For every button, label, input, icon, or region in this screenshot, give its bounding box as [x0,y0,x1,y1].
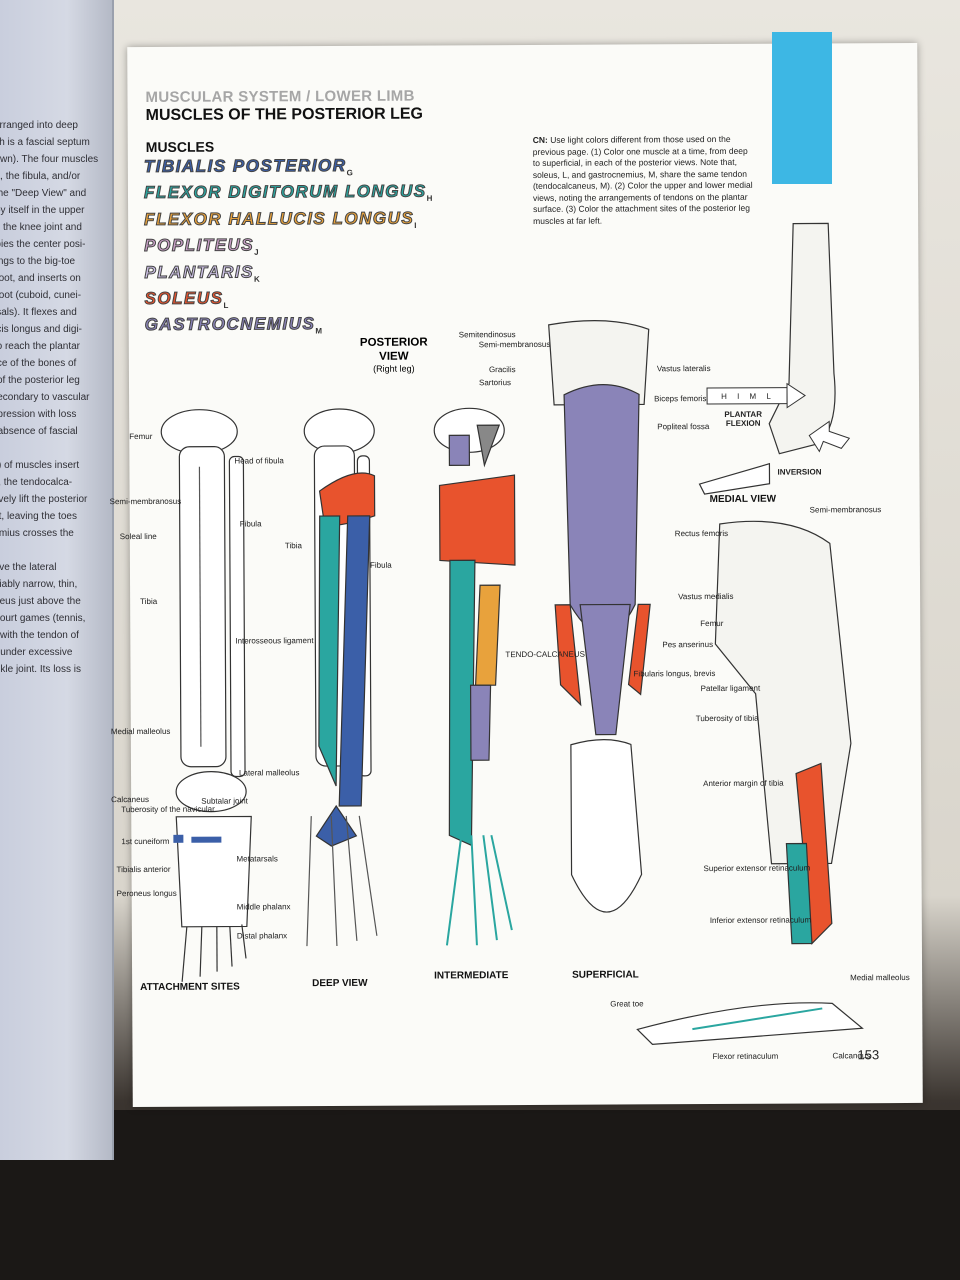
attachment-label: Tuberosity of the navicular [121,804,215,815]
left-page-line: ings to the big-toe [0,256,76,267]
medial-label: Vastus medialis [678,591,734,602]
left-page-line: sals). It flexes and [0,307,77,318]
attachment-label: Fibula [239,519,262,529]
left-page-line: ve the lateral [0,562,57,573]
deep-label: Fibula [369,560,392,570]
attachment-label: Calcaneus [111,794,150,805]
left-page-line: ) of muscles insert [0,460,80,471]
superficial-label: Sartorius [478,378,512,388]
left-page-line: o reach the plantar [0,341,80,352]
plantar-flexion-arrow [706,382,806,409]
attachment-label: Soleal line [119,531,157,542]
left-page-line: kle joint. Its loss is [0,664,81,675]
him-label: H I M L [721,391,775,401]
superficial-label: Semitendinosus [458,330,516,340]
medial-label: Pes anserinus [662,640,714,650]
superficial-label: Vastus lateralis [656,364,711,374]
medial-label: Medial malleolus [850,972,910,983]
anatomy-illustrations [160,222,864,1045]
dark-floor [0,1110,960,1280]
left-page-line: pies the center posi- [0,239,86,250]
left-page-line: eus just above the [0,596,81,607]
left-page-line: cis longus and digi- [0,324,83,335]
medial-label: Tuberosity of tibia [695,713,759,724]
attachment-sites-figure [160,409,252,982]
left-page-line: with the tendon of [0,630,79,641]
attachment-label: Peroneus longus [116,888,177,899]
attachment-label: Metatarsals [236,854,278,864]
left-page-line: own). The four muscles [0,154,99,165]
caption-deep: DEEP VIEW [312,977,368,990]
left-page-line: s the knee joint and [0,222,82,233]
left-page-line: foot (cuboid, cunei- [0,290,82,301]
superficial-label: Popliteal fossa [657,422,710,432]
attachment-label: Tibia [140,596,158,607]
book-page: MUSCULAR SYSTEM / LOWER LIMB MUSCLES OF … [110,42,923,1108]
medial-label: Rectus femoris [674,528,729,539]
left-page-line: , the tendocalca- [0,477,73,488]
deep-label: Tibia [284,541,302,551]
superficial-label: Fibularis longus, brevis [633,669,716,679]
caption-superficial: SUPERFICIAL [572,969,639,981]
left-page-line: arranged into deep [0,120,78,131]
left-page-line: vely lift the posterior [0,494,88,505]
attachment-label: Medial malleolus [110,726,171,737]
caption-medial: MEDIAL VIEW [709,493,777,506]
deep-view-figure [303,408,378,947]
left-page-line: foot, and inserts on [0,273,81,284]
left-page-line: a, the fibula, and/or [0,171,81,182]
medial-label: Superior extensor retinaculum [703,863,811,874]
left-page-line: under excessive [0,647,73,658]
inversion-arrow [808,420,851,453]
attachment-label: Middle phalanx [236,902,291,912]
medial-label: Flexor retinaculum [712,1051,779,1062]
plantar-flexion-label: PLANTAR FLEXION [724,409,762,428]
page-number: 153 [857,1047,880,1063]
intermediate-figure [433,407,516,946]
medial-label: Inferior extensor retinaculum [709,915,812,926]
medial-label: Femur [700,618,724,629]
superficial-label: TENDO-CALCANEUS [505,649,586,660]
left-page-line: econdary to vascular [0,392,90,403]
left-page-line: pression with loss [0,409,77,420]
caption-intermediate: INTERMEDIATE [434,970,509,982]
left-page-line: the "Deep View" and [0,188,87,199]
left-page-line: ourt games (tennis, [0,613,86,624]
left-page-line: ce of the bones of [0,358,77,369]
medial-label: Patellar ligament [700,683,761,694]
caption-attachment: ATTACHMENT SITES [140,981,240,994]
left-page-line: mius crosses the [0,528,74,539]
attachment-label: Tibialis anterior [116,864,171,875]
attachment-label: Interosseous ligament [235,636,314,646]
left-page-line: of the posterior leg [0,375,80,386]
attachment-label: 1st cuneiform [121,836,170,847]
left-book-page: arranged into deep ch is a fascial septum… [0,0,114,1160]
superficial-figure [548,320,651,913]
left-page-line: by itself in the upper [0,205,85,216]
blue-bookmark-tab [772,32,832,184]
attachment-label: Head of fibula [234,456,284,466]
attachment-label: Semi-membranosus [109,496,182,507]
left-page-line: ch is a fascial septum [0,137,90,148]
superficial-label: Semi-membranosus [478,339,551,350]
medial-label: Great toe [610,999,644,1009]
left-page-line: iably narrow, thin, [0,579,78,590]
superficial-label: Gracilis [488,365,516,375]
attachment-label: Distal phalanx [236,931,288,941]
medial-label: Anterior margin of tibia [703,778,784,789]
attachment-label: Lateral malleolus [239,768,300,778]
left-page-line: t, leaving the toes [0,511,77,522]
medial-label: Semi-membranosus [809,505,882,515]
superficial-label: Biceps femoris [654,394,707,404]
left-page-line: absence of fascial [0,426,78,437]
attachment-label: Femur [129,431,153,442]
inversion-label: INVERSION [777,467,822,477]
